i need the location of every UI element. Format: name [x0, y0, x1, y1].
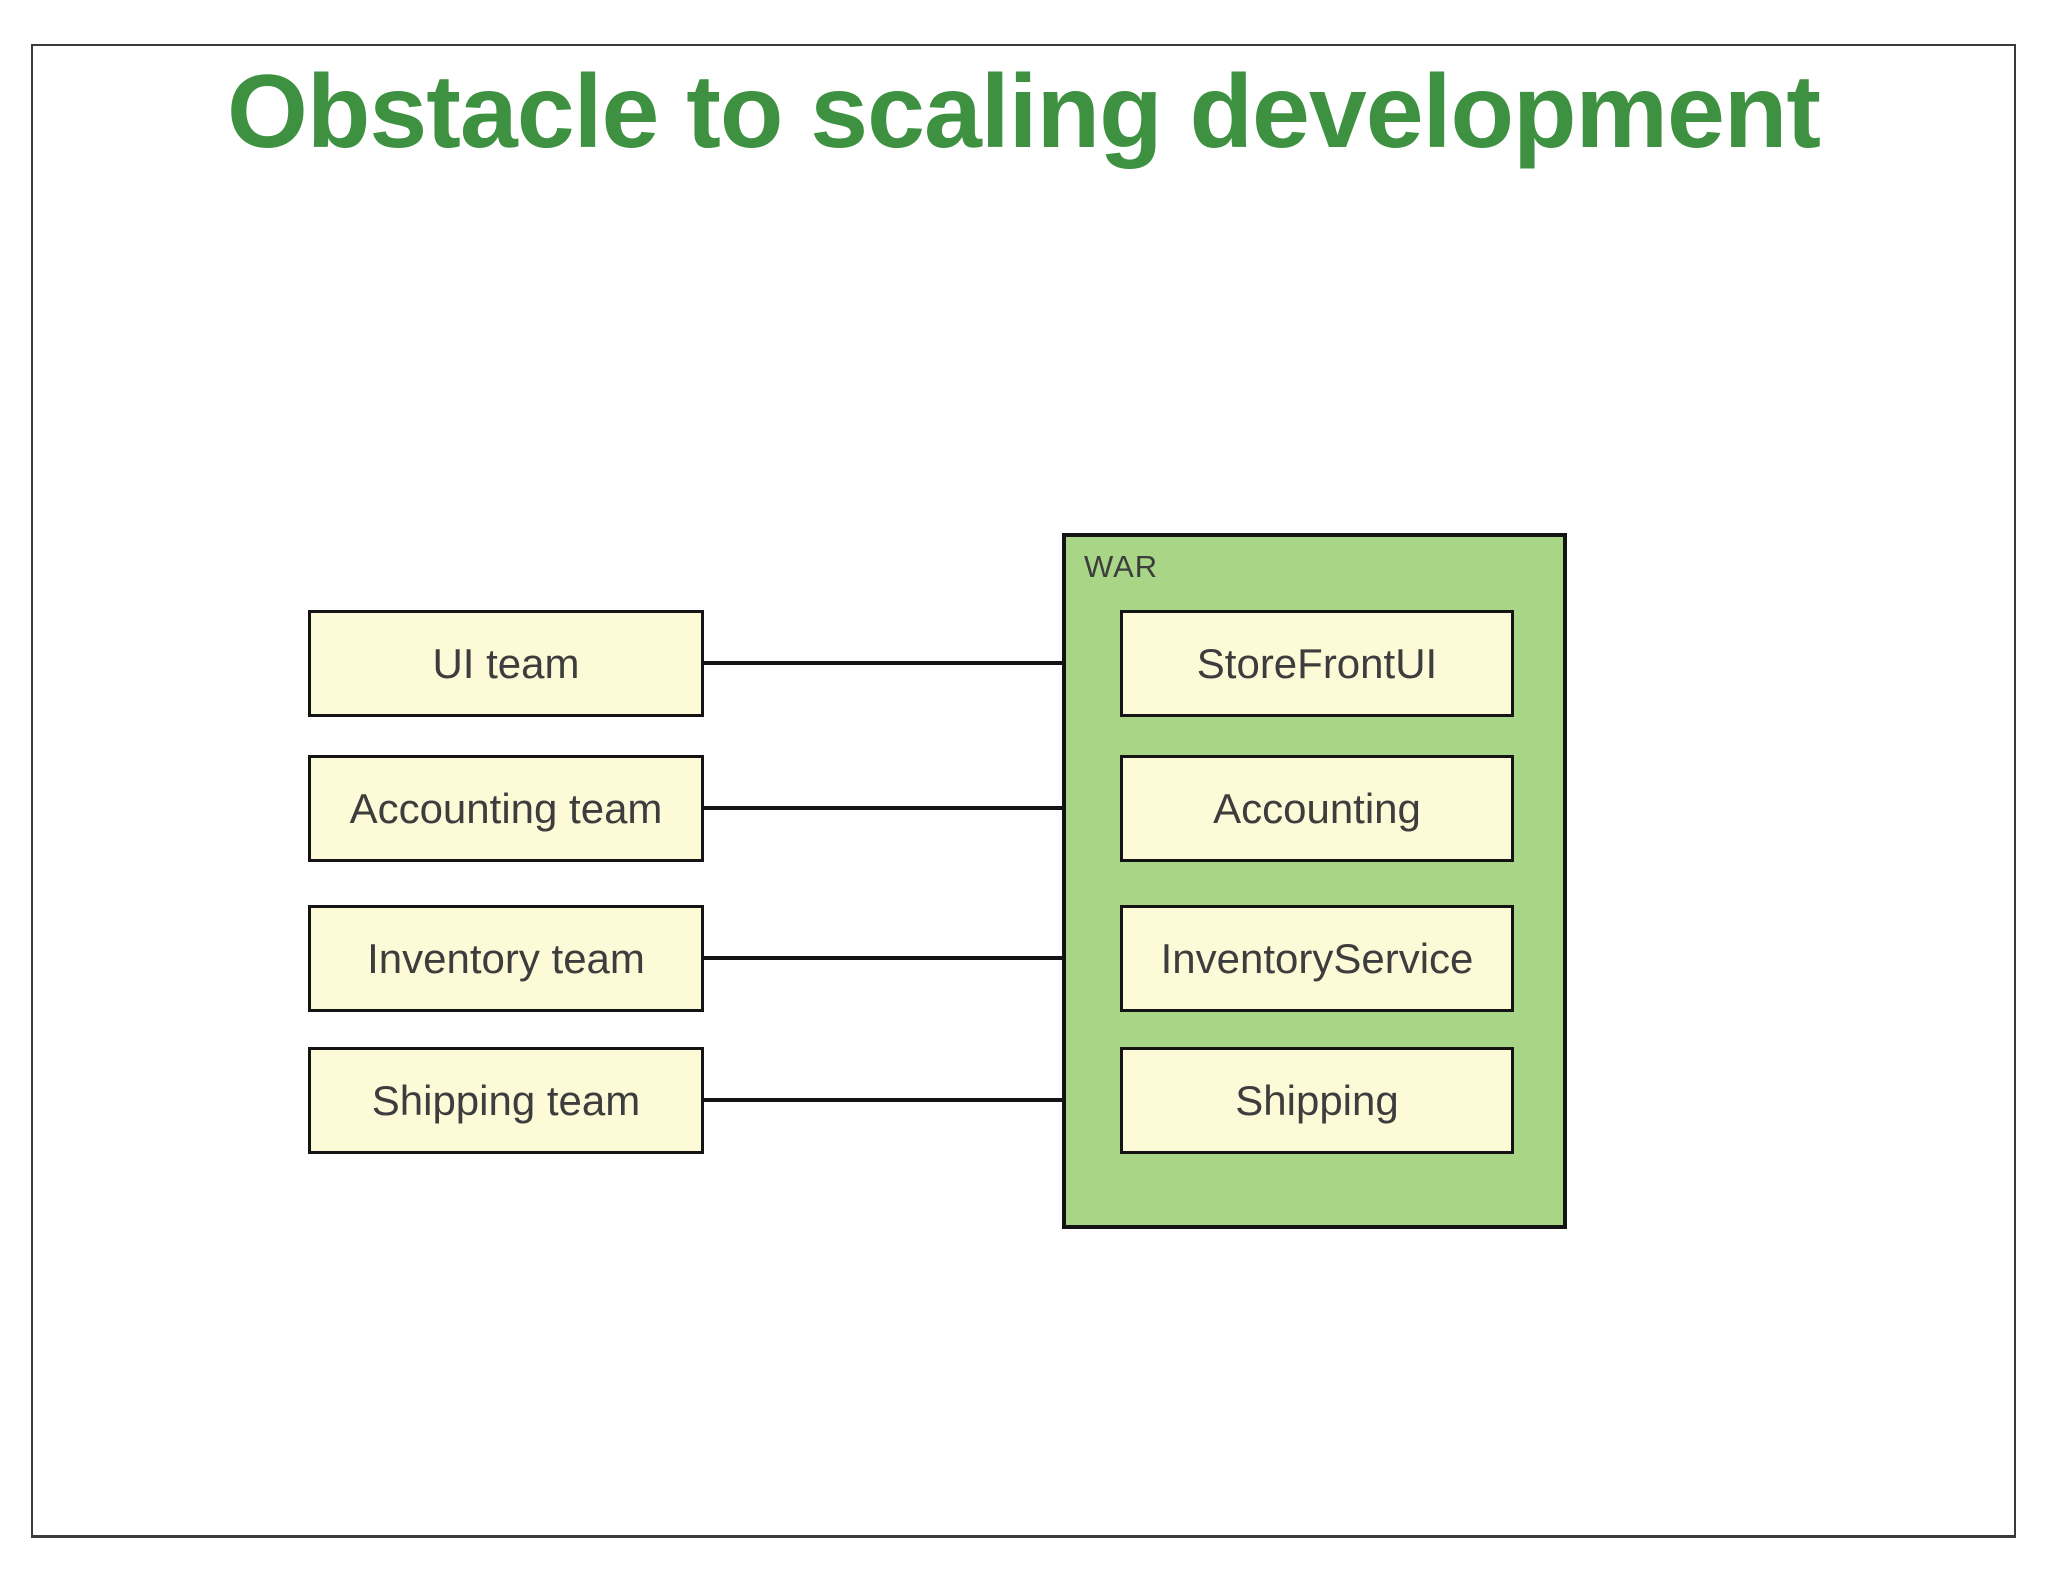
arrow-accounting-to-accounting: [704, 795, 1122, 821]
arrow-ui-to-storefrontui: [704, 650, 1122, 676]
module-box-inventoryservice: InventoryService: [1120, 905, 1514, 1012]
team-box-accounting-label: Accounting team: [349, 784, 663, 832]
module-box-shipping-label: Shipping: [1235, 1076, 1399, 1124]
module-box-shipping: Shipping: [1120, 1047, 1514, 1154]
war-container-label: WAR: [1084, 549, 1159, 584]
slide-title: Obstacle to scaling development: [227, 54, 1821, 170]
module-box-accounting: Accounting: [1120, 755, 1514, 862]
arrow-shipping-to-shipping: [704, 1087, 1122, 1113]
team-box-shipping-label: Shipping team: [371, 1076, 641, 1124]
team-box-inventory-label: Inventory team: [367, 934, 645, 982]
team-box-accounting: Accounting team: [308, 755, 704, 862]
team-box-ui-label: UI team: [432, 639, 580, 687]
team-box-shipping: Shipping team: [308, 1047, 704, 1154]
module-box-inventoryservice-label: InventoryService: [1160, 934, 1474, 982]
module-box-storefrontui: StoreFrontUI: [1120, 610, 1514, 717]
war-container: WAR StoreFrontUI Accounting InventorySer…: [1062, 533, 1567, 1229]
team-box-inventory: Inventory team: [308, 905, 704, 1012]
team-box-ui: UI team: [308, 610, 704, 717]
module-box-storefrontui-label: StoreFrontUI: [1196, 639, 1438, 687]
arrow-inventory-to-inventoryservice: [704, 945, 1122, 971]
module-box-accounting-label: Accounting: [1213, 784, 1421, 832]
